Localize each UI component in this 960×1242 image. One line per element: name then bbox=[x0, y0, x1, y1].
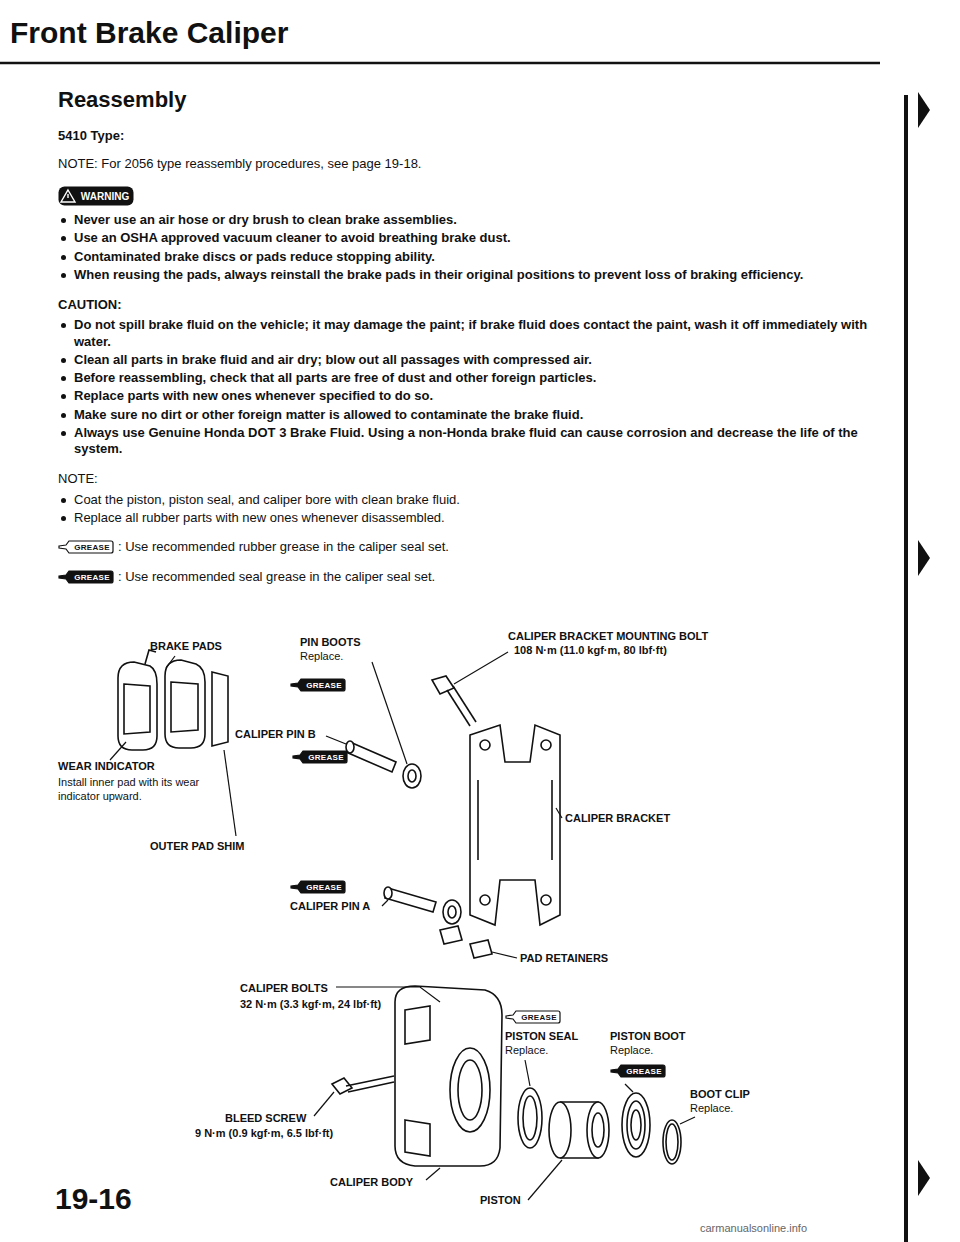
note-text: NOTE: For 2056 type reassembly procedure… bbox=[58, 156, 898, 172]
part-label: CALIPER PIN B bbox=[235, 728, 316, 742]
grease-icon: GREASE bbox=[58, 538, 114, 556]
icon-text: GREASE bbox=[74, 573, 110, 582]
part-label: PISTON bbox=[480, 1194, 521, 1208]
note-item: Coat the piston, piston seal, and calipe… bbox=[58, 492, 898, 508]
brake-pads bbox=[118, 650, 205, 750]
caliper-bracket bbox=[470, 725, 560, 925]
grease-icon: GREASE bbox=[58, 568, 114, 586]
caution-heading: CAUTION: bbox=[58, 297, 122, 313]
grease-icon: GREASE bbox=[292, 748, 348, 766]
caliper-pin-b bbox=[346, 741, 421, 788]
caliper-body bbox=[395, 986, 502, 1166]
icon-text: WARNING bbox=[81, 191, 129, 202]
part-label: BLEED SCREW bbox=[225, 1112, 306, 1126]
note-heading: NOTE: bbox=[58, 471, 98, 487]
grease-icon: GREASE bbox=[290, 878, 346, 896]
edge-mark bbox=[918, 1160, 930, 1196]
watermark: carmanualsonline.info bbox=[700, 1222, 807, 1236]
part-label: PISTON BOOT bbox=[610, 1030, 686, 1044]
part-label: WEAR INDICATOR bbox=[58, 760, 155, 774]
part-label: Replace. bbox=[610, 1044, 653, 1058]
torque-spec: 108 N·m (11.0 kgf·m, 80 lbf·ft) bbox=[514, 644, 667, 658]
part-label: Replace. bbox=[505, 1044, 548, 1058]
warning-item: Never use an air hose or dry brush to cl… bbox=[58, 212, 898, 228]
caution-item: Replace parts with new ones whenever spe… bbox=[58, 388, 898, 404]
edge-mark bbox=[918, 92, 930, 128]
bleed-screw bbox=[332, 1076, 394, 1094]
part-label: CALIPER BRACKET MOUNTING BOLT bbox=[508, 630, 708, 644]
page-title: Front Brake Caliper bbox=[10, 14, 288, 52]
caution-item: Do not spill brake fluid on the vehicle;… bbox=[58, 317, 898, 350]
icon-text: GREASE bbox=[308, 753, 344, 762]
grease-icon: GREASE bbox=[505, 1008, 561, 1026]
part-label: CALIPER BRACKET bbox=[565, 812, 670, 826]
section-heading: Reassembly bbox=[58, 86, 186, 114]
page-edge-bar bbox=[904, 95, 908, 1242]
part-label: CALIPER BOLTS bbox=[240, 982, 328, 996]
title-rule bbox=[0, 62, 880, 65]
piston-seal bbox=[518, 1088, 542, 1148]
grease-note: : Use recommended seal grease in the cal… bbox=[118, 569, 878, 585]
page-number: 19-16 bbox=[55, 1180, 132, 1218]
caution-item: Make sure no dirt or other foreign matte… bbox=[58, 407, 898, 423]
leader-lines bbox=[110, 652, 695, 1200]
icon-text: GREASE bbox=[306, 681, 342, 690]
warning-item: When reusing the pads, always reinstall … bbox=[58, 267, 898, 283]
part-label: BOOT CLIP bbox=[690, 1088, 750, 1102]
icon-text: GREASE bbox=[74, 543, 110, 552]
grease-icon: GREASE bbox=[610, 1062, 666, 1080]
caution-item: Before reassembling, check that all part… bbox=[58, 370, 898, 386]
note-item: Replace all rubber parts with new ones w… bbox=[58, 510, 898, 526]
edge-mark bbox=[918, 540, 930, 576]
warning-item: Use an OSHA approved vacuum cleaner to a… bbox=[58, 230, 898, 246]
caution-item: Clean all parts in brake fluid and air d… bbox=[58, 352, 898, 368]
part-label: Replace. bbox=[300, 650, 343, 664]
type-heading: 5410 Type: bbox=[58, 128, 124, 144]
icon-text: GREASE bbox=[306, 883, 342, 892]
part-label: PIN BOOTS bbox=[300, 636, 361, 650]
warning-item: Contaminated brake discs or pads reduce … bbox=[58, 249, 898, 265]
piston bbox=[549, 1102, 609, 1158]
part-label: Replace. bbox=[690, 1102, 733, 1116]
part-label: OUTER PAD SHIM bbox=[150, 840, 245, 854]
icon-text: GREASE bbox=[521, 1013, 557, 1022]
torque-spec: 9 N·m (0.9 kgf·m, 6.5 lbf·ft) bbox=[195, 1127, 333, 1141]
caliper-pin-a bbox=[384, 887, 461, 924]
icon-text: GREASE bbox=[626, 1067, 662, 1076]
grease-icon: GREASE bbox=[290, 676, 346, 694]
part-label: CALIPER PIN A bbox=[290, 900, 370, 914]
pad-retainers bbox=[440, 926, 492, 958]
grease-note: : Use recommended rubber grease in the c… bbox=[118, 539, 878, 555]
part-label: BRAKE PADS bbox=[150, 640, 222, 654]
warning-badge: WARNING bbox=[58, 186, 134, 206]
torque-spec: 32 N·m (3.3 kgf·m, 24 lbf·ft) bbox=[240, 998, 381, 1012]
outer-pad-shim bbox=[212, 672, 228, 746]
part-label: PISTON SEAL bbox=[505, 1030, 578, 1044]
boot-clip bbox=[663, 1120, 681, 1164]
piston-boot bbox=[622, 1093, 650, 1157]
part-label: CALIPER BODY bbox=[330, 1176, 413, 1190]
install-note: Install inner pad with its wear indicato… bbox=[58, 776, 208, 804]
caution-item: Always use Genuine Honda DOT 3 Brake Flu… bbox=[58, 425, 898, 458]
part-label: PAD RETAINERS bbox=[520, 952, 608, 966]
